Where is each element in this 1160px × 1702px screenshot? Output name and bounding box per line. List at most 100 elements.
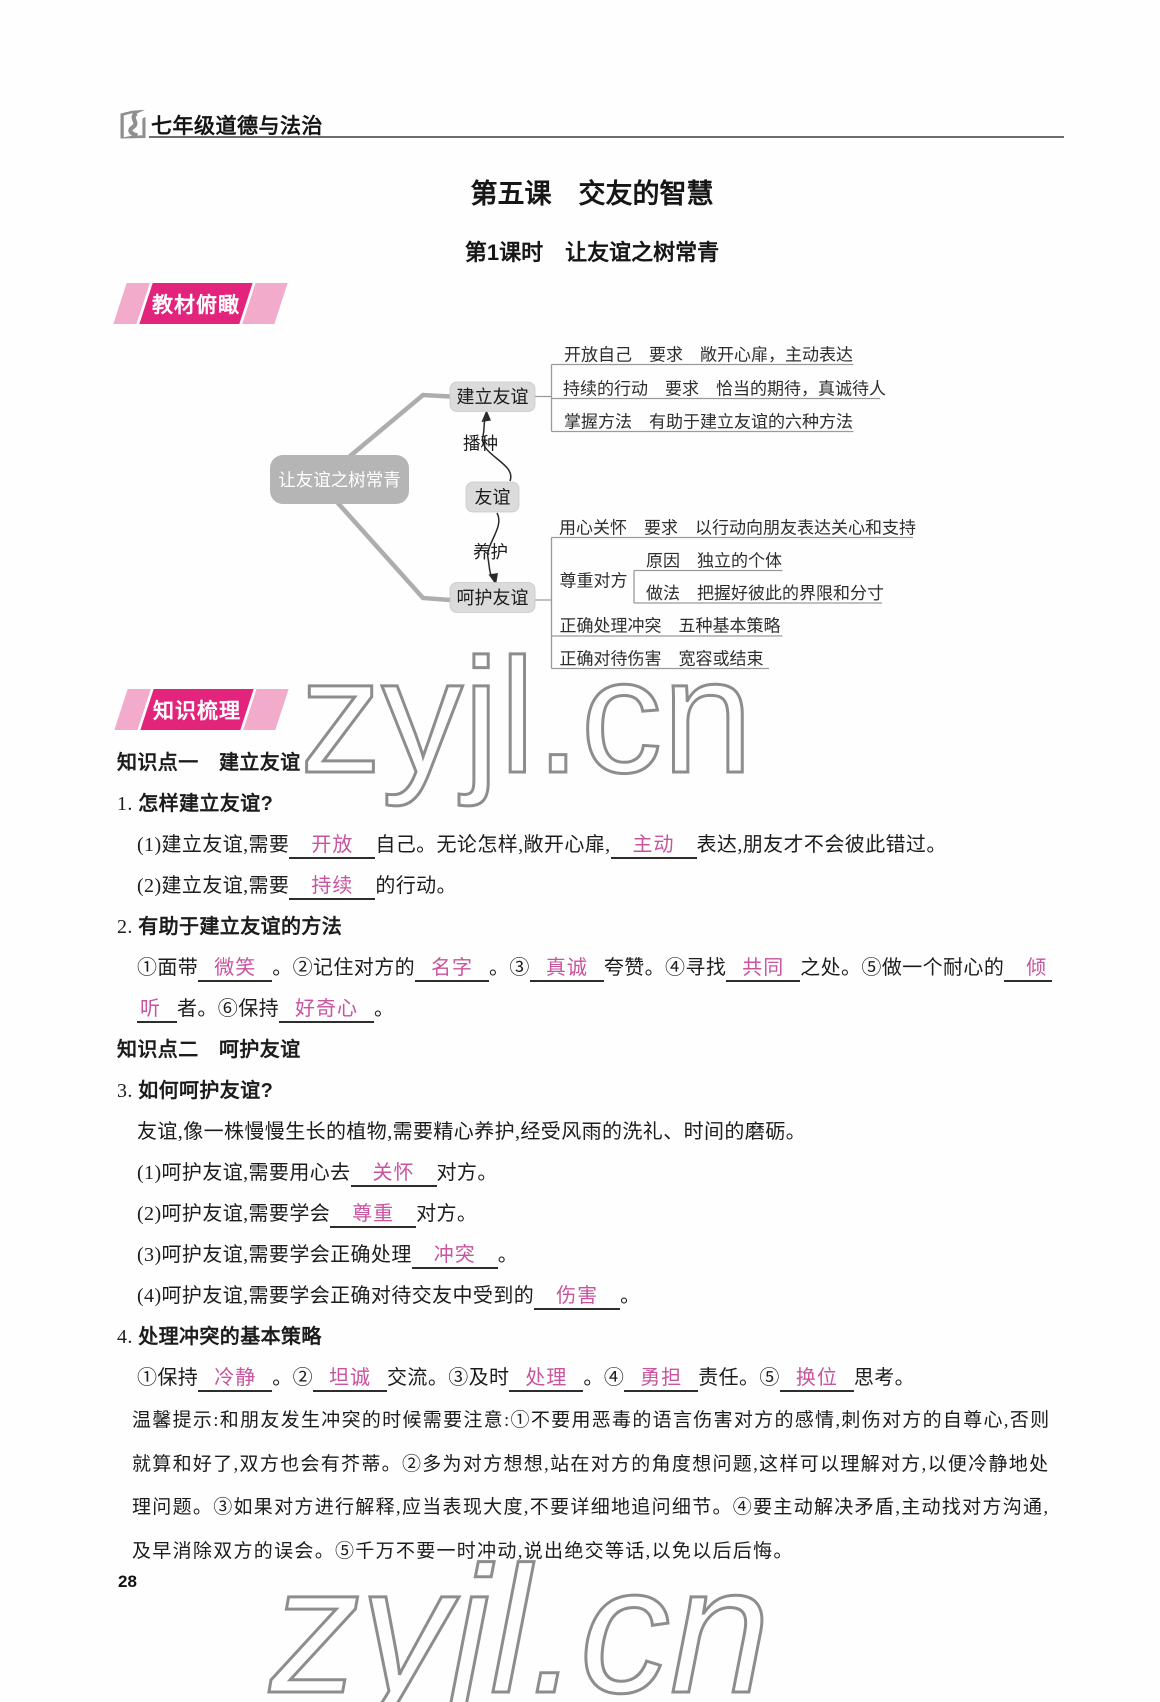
book-title: 七年级道德与法治 xyxy=(151,115,323,138)
fill-in-blank[interactable]: 听 xyxy=(137,998,177,1023)
fill-in-blank[interactable]: 处理 xyxy=(509,1367,584,1392)
lesson-subtitle: 第1课时 让友谊之树常青 xyxy=(464,240,720,265)
lesson-title: 第五课 交友的智慧 xyxy=(470,179,714,209)
text-segment: 。 xyxy=(497,1244,519,1266)
fill-in-blank[interactable]: 开放 xyxy=(289,834,376,859)
tip-line-3: 理问题。③如果对方进行解释,应当表现大度,不要详细地追问细节。④要主动解决矛盾,… xyxy=(0,1486,1160,1530)
text-segment: 交流。③及时 xyxy=(387,1367,510,1389)
text-segment: 友谊,像一株慢慢生长的植物,需要精心养护,经受风雨的洗礼、时间的磨砺。 xyxy=(137,1121,806,1143)
fill-in-blank[interactable]: 换位 xyxy=(779,1367,854,1392)
fill-in-blank[interactable]: 主动 xyxy=(610,834,697,859)
text-segment: (4)呵护友谊,需要学会正确对待交友中受到的 xyxy=(137,1285,535,1307)
answer-3-4: (4)呵护友谊,需要学会正确对待交友中受到的伤害。 xyxy=(0,1276,1160,1317)
text-segment: 的行动。 xyxy=(375,875,457,897)
maintain-label: 养护 xyxy=(473,542,508,562)
text-segment: 温馨提示:和朋友发生冲突的时候需要注意:①不要用恶毒的语言伤害对方的感情,刺伤对… xyxy=(132,1410,1051,1431)
root-node-label: 让友谊之树常青 xyxy=(278,470,401,490)
fill-in-blank[interactable]: 共同 xyxy=(726,957,801,982)
text-segment: (3)呵护友谊,需要学会正确处理 xyxy=(137,1244,412,1266)
publisher-logo xyxy=(120,109,146,139)
question-3: 3. 如何呵护友谊? xyxy=(0,1071,1160,1112)
fill-in-blank[interactable]: 名字 xyxy=(415,957,490,982)
text-segment: (2)呵护友谊,需要学会 xyxy=(137,1203,331,1225)
tip-line-2: 就算和好了,双方也会有芥蒂。②多为对方想想,站在对方的角度想问题,这样可以理解对… xyxy=(0,1443,1160,1487)
knowledge-section-badge: 知识梳理 xyxy=(114,689,289,730)
fill-in-blank[interactable]: 真诚 xyxy=(529,957,604,982)
respect-item-2: 做法 把握好彼此的界限和分寸 xyxy=(646,584,884,603)
respect-item-1: 原因 独立的个体 xyxy=(646,552,782,571)
fill-in-blank[interactable]: 微笑 xyxy=(198,957,273,982)
question-2: 2. 有助于建立友谊的方法 xyxy=(0,907,1160,948)
fill-in-blank[interactable]: 倾 xyxy=(1004,957,1053,982)
answer-3-2: (2)呵护友谊,需要学会尊重对方。 xyxy=(0,1194,1160,1235)
sow-arrow-curve xyxy=(482,415,512,482)
knowledge-point-2: 知识点二 呵护友谊 xyxy=(0,1030,1160,1071)
friendship-node-box xyxy=(465,481,520,513)
maintain-arrowhead xyxy=(488,573,498,585)
build-item-1: 开放自己 要求 敞开心扉，主动表达 xyxy=(564,346,853,365)
build-item-3: 掌握方法 有助于建立友谊的六种方法 xyxy=(564,413,853,432)
mindmap-diagram: 让友谊之树常青 建立友谊 友谊 呵护友谊 播种 养护 开放自己 要求 敞开心扉，… xyxy=(270,346,916,670)
question-1: 1. 怎样建立友谊? xyxy=(0,784,1160,825)
text-segment: ①保持 xyxy=(137,1367,199,1389)
text-segment: 思考。 xyxy=(853,1367,916,1389)
text-segment: 2. xyxy=(117,916,139,938)
text-segment: 者。⑥保持 xyxy=(177,998,279,1020)
answer-3-intro: 友谊,像一株慢慢生长的植物,需要精心养护,经受风雨的洗礼、时间的磨砺。 xyxy=(0,1112,1160,1153)
sow-arrowhead xyxy=(481,410,491,422)
fill-in-blank[interactable]: 坦诚 xyxy=(313,1367,388,1392)
build-bracket-lines xyxy=(535,363,880,433)
question-4: 4. 处理冲突的基本策略 xyxy=(0,1317,1160,1358)
care-item-1: 用心关怀 要求 以行动向朋友表达关心和支持 xyxy=(559,519,916,538)
question-title: 处理冲突的基本策略 xyxy=(138,1326,322,1348)
watermark-top: zyjl.cn xyxy=(300,624,753,807)
fill-in-blank[interactable]: 持续 xyxy=(289,875,376,900)
answer-3-3: (3)呵护友谊,需要学会正确处理冲突。 xyxy=(0,1235,1160,1276)
fill-in-blank[interactable]: 冷静 xyxy=(198,1367,273,1392)
text-segment: (2)建立友谊,需要 xyxy=(137,875,290,897)
maintain-arrow-curve xyxy=(487,512,500,580)
text-segment: 1. xyxy=(117,793,139,815)
answer-1-1: (1)建立友谊,需要开放自己。无论怎样,敞开心扉,主动表达,朋友才不会彼此错过。 xyxy=(0,825,1160,866)
fill-in-blank[interactable]: 冲突 xyxy=(411,1244,498,1269)
care-item-4: 正确对待伤害 宽容或结束 xyxy=(560,650,764,669)
badge-label: 知识梳理 xyxy=(153,699,241,723)
tip-line-4: 及早消除双方的误会。⑤千万不要一时冲动,说出绝交等话,以免以后后悔。 xyxy=(0,1530,1160,1574)
friendship-node-label: 友谊 xyxy=(475,488,511,508)
branch-lines xyxy=(335,392,451,603)
text-segment: 。④ xyxy=(583,1367,625,1389)
text-segment: 。 xyxy=(620,1285,641,1307)
text-segment: 责任。⑤ xyxy=(698,1367,780,1389)
answer-3-1: (1)呵护友谊,需要用心去关怀对方。 xyxy=(0,1153,1160,1194)
text-segment: 。 xyxy=(374,998,395,1020)
badge-label: 教材俯瞰 xyxy=(152,293,240,317)
text-segment: 知识点一 建立友谊 xyxy=(117,752,301,774)
answer-1-2: (2)建立友谊,需要持续的行动。 xyxy=(0,866,1160,907)
text-segment: 理问题。③如果对方进行解释,应当表现大度,不要详细地追问细节。④要主动解决矛盾,… xyxy=(132,1497,1050,1518)
fill-in-blank[interactable]: 伤害 xyxy=(534,1285,621,1310)
tip-line-1: 温馨提示:和朋友发生冲突的时候需要注意:①不要用恶毒的语言伤害对方的感情,刺伤对… xyxy=(0,1399,1160,1443)
fill-in-blank[interactable]: 好奇心 xyxy=(279,998,374,1023)
text-segment: 对方。 xyxy=(436,1162,498,1184)
build-item-2: 持续的行动 要求 恰当的期待，真诚待人 xyxy=(563,380,886,399)
knowledge-point-1: 知识点一 建立友谊 xyxy=(0,743,1160,784)
text-segment: 自己。无论怎样,敞开心扉, xyxy=(375,834,611,856)
text-segment: 4. xyxy=(117,1326,139,1348)
question-title: 如何呵护友谊? xyxy=(138,1080,274,1102)
text-segment: 对方。 xyxy=(416,1203,478,1225)
care-bracket-lines xyxy=(535,536,913,670)
text-segment: 就算和好了,双方也会有芥蒂。②多为对方想想,站在对方的角度想问题,这样可以理解对… xyxy=(132,1453,1050,1475)
text-segment: 知识点二 呵护友谊 xyxy=(117,1039,301,1061)
text-segment: 夸赞。④寻找 xyxy=(603,957,727,979)
fill-in-blank[interactable]: 关怀 xyxy=(350,1162,437,1187)
fill-in-blank[interactable]: 尊重 xyxy=(330,1203,417,1228)
text-segment: 之处。⑤做一个耐心的 xyxy=(800,957,1005,979)
page-number: 28 xyxy=(118,1572,137,1591)
fill-in-blank[interactable]: 勇担 xyxy=(624,1367,699,1392)
text-segment: 3. xyxy=(117,1080,139,1102)
respect-node-label: 尊重对方 xyxy=(560,572,628,591)
question-title: 有助于建立友谊的方法 xyxy=(138,916,343,938)
text-segment: 。③ xyxy=(489,957,530,979)
